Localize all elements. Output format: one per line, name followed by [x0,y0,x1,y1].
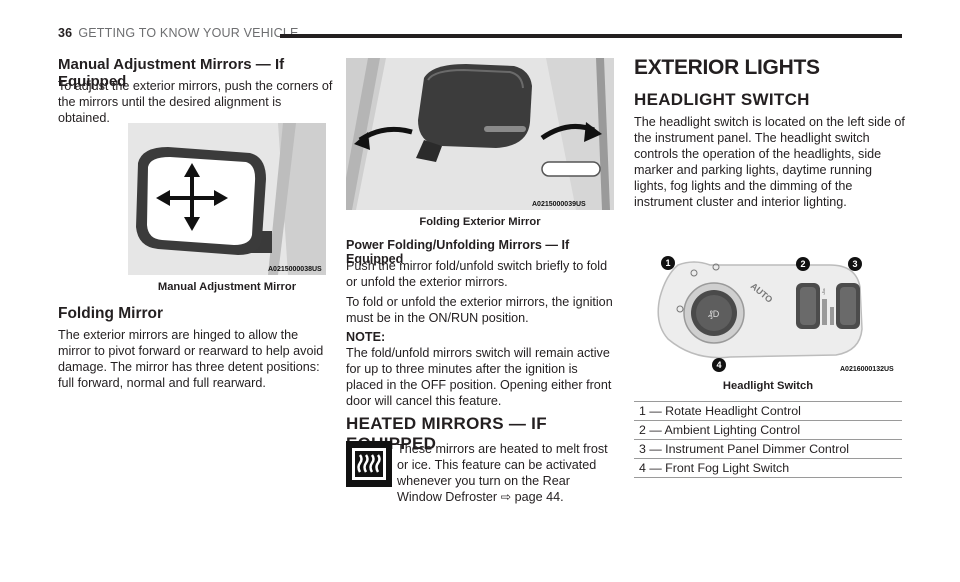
defroster-icon [346,441,392,487]
heading-exterior-lights: EXTERIOR LIGHTS [634,56,820,79]
para-power-folding-2: To fold or unfold the exterior mirrors, … [346,295,613,325]
figure-folding-mirror: A0215000039US [346,58,614,210]
para-manual-mirrors: To adjust the exterior mirrors, push the… [58,79,333,125]
legend-row: 3 — Instrument Panel Dimmer Control [634,439,902,458]
para-folding-mirror: The exterior mirrors are hinged to allow… [58,328,324,390]
para-power-folding-1: Push the mirror fold/unfold switch brief… [346,259,608,289]
svg-text:₰: ₰ [822,289,826,295]
folding-mirror-illustration: A0215000039US [346,58,614,210]
heated-mirrors-text: These mirrors are heated to melt frost o… [397,441,617,505]
callout-1: 1 [661,256,675,270]
heading-power-folding: Power Folding/Unfolding Mirrors — If Equ… [346,238,570,266]
figure-code-3: A0216000132US [840,366,894,373]
manual-mirror-illustration: A0215000038US [128,123,326,275]
legend-row: 4 — Front Fog Light Switch [634,458,902,477]
figure-code-1: A0215000038US [268,266,322,273]
legend-row: 2 — Ambient Lighting Control [634,420,902,439]
figure-code-2: A0215000039US [532,201,586,208]
header-rule [280,34,902,38]
page-link-arrow-icon: ⇨ [500,490,512,504]
figure-manual-mirror: A0215000038US [128,123,326,275]
headlight-switch-illustration: ₰D AUTO ₰ A0216000132US [657,261,894,373]
page-link[interactable]: page 44. [514,490,564,504]
running-title: GETTING TO KNOW YOUR VEHICLE [78,26,299,40]
figure-headlight-switch: ₰D AUTO ₰ A0216000132US 1 2 3 4 [650,253,898,375]
callout-4: 4 [712,358,726,372]
para-headlight-switch: The headlight switch is located on the l… [634,115,905,209]
svg-text:₰D: ₰D [708,309,720,319]
heated-mirrors-description: These mirrors are heated to melt frost o… [397,442,608,504]
heading-manual-mirrors: Manual Adjustment Mirrors — If Equipped [58,56,285,90]
heading-headlight-switch: HEADLIGHT SWITCH [634,90,810,109]
heading-folding-mirror: Folding Mirror [58,305,164,322]
caption-folding-mirror: Folding Exterior Mirror [419,216,541,228]
note-text: The fold/unfold mirrors switch will rema… [346,346,612,408]
caption-headlight-switch: Headlight Switch [722,380,814,392]
callout-2: 2 [796,257,810,271]
note-label: NOTE: [346,330,386,344]
page-number: 36 [58,26,73,40]
caption-manual-mirror: Manual Adjustment Mirror [157,281,297,293]
legend-row: 1 — Rotate Headlight Control [634,401,902,420]
callout-3: 3 [848,257,862,271]
legend-table: 1 — Rotate Headlight Control 2 — Ambient… [634,401,902,478]
page-header: 36 GETTING TO KNOW YOUR VEHICLE [58,26,299,40]
